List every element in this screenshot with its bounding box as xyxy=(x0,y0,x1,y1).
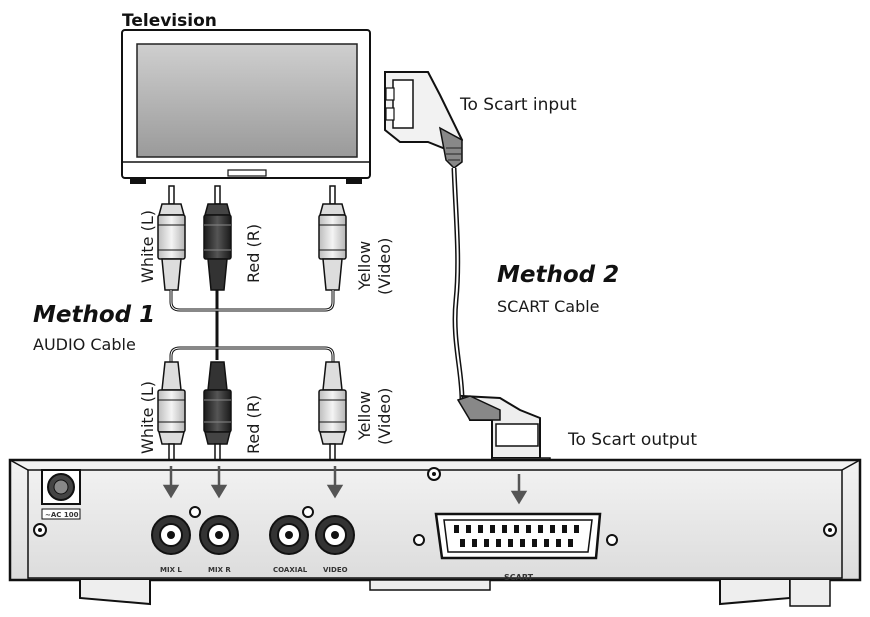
top-yellow-label-2: (Video) xyxy=(375,238,394,295)
scart-socket: SCART xyxy=(434,512,602,582)
top-yellow-plug xyxy=(318,185,347,291)
port-label-mix-l: MIX L xyxy=(160,566,182,574)
bottom-yellow-label-1: Yellow xyxy=(355,391,374,441)
tv-screen xyxy=(136,43,358,158)
port-label-mix-r: MIX R xyxy=(208,566,231,574)
power-label: ~AC 100 xyxy=(45,511,79,519)
top-yellow-label-1: Yellow xyxy=(355,241,374,291)
jack-mix-l xyxy=(151,515,191,555)
top-rca-plugs xyxy=(157,185,347,291)
bottom-red-plug xyxy=(203,361,232,463)
jack-mix-r xyxy=(199,515,239,555)
port-label-video: VIDEO xyxy=(323,566,348,574)
connection-arrows xyxy=(162,466,528,505)
method2-title: Method 2 xyxy=(497,262,619,288)
top-white-label: White (L) xyxy=(138,210,157,283)
method2-subtitle: SCART Cable xyxy=(497,297,600,316)
method1-title: Method 1 xyxy=(33,302,155,328)
power-socket: ~AC 100 xyxy=(41,469,81,520)
set-top-box xyxy=(8,458,862,607)
scart-input-label: To Scart input xyxy=(459,95,577,115)
bottom-white-plug xyxy=(157,361,186,463)
method1-subtitle: AUDIO Cable xyxy=(33,335,136,354)
bottom-rca-plugs xyxy=(157,361,347,463)
bottom-red-label: Red (R) xyxy=(244,395,263,454)
scart-plug-top xyxy=(384,71,464,169)
scart-socket-label: SCART xyxy=(504,573,534,582)
device-rca-jacks: MIX L MIX R COAXIAL VIDEO xyxy=(151,515,355,574)
bottom-yellow-label-2: (Video) xyxy=(375,388,394,445)
top-white-plug xyxy=(157,185,186,291)
audio-cables xyxy=(169,290,335,372)
port-label-coaxial: COAXIAL xyxy=(273,566,308,574)
jack-coaxial xyxy=(269,515,309,555)
bottom-white-label: White (L) xyxy=(138,381,157,454)
scart-output-label: To Scart output xyxy=(567,430,697,450)
top-red-label: Red (R) xyxy=(244,224,263,283)
jack-video xyxy=(315,515,355,555)
television-title: Television xyxy=(122,11,217,31)
top-red-plug xyxy=(203,185,232,291)
bottom-yellow-plug xyxy=(318,361,347,463)
television: Television xyxy=(121,11,371,184)
